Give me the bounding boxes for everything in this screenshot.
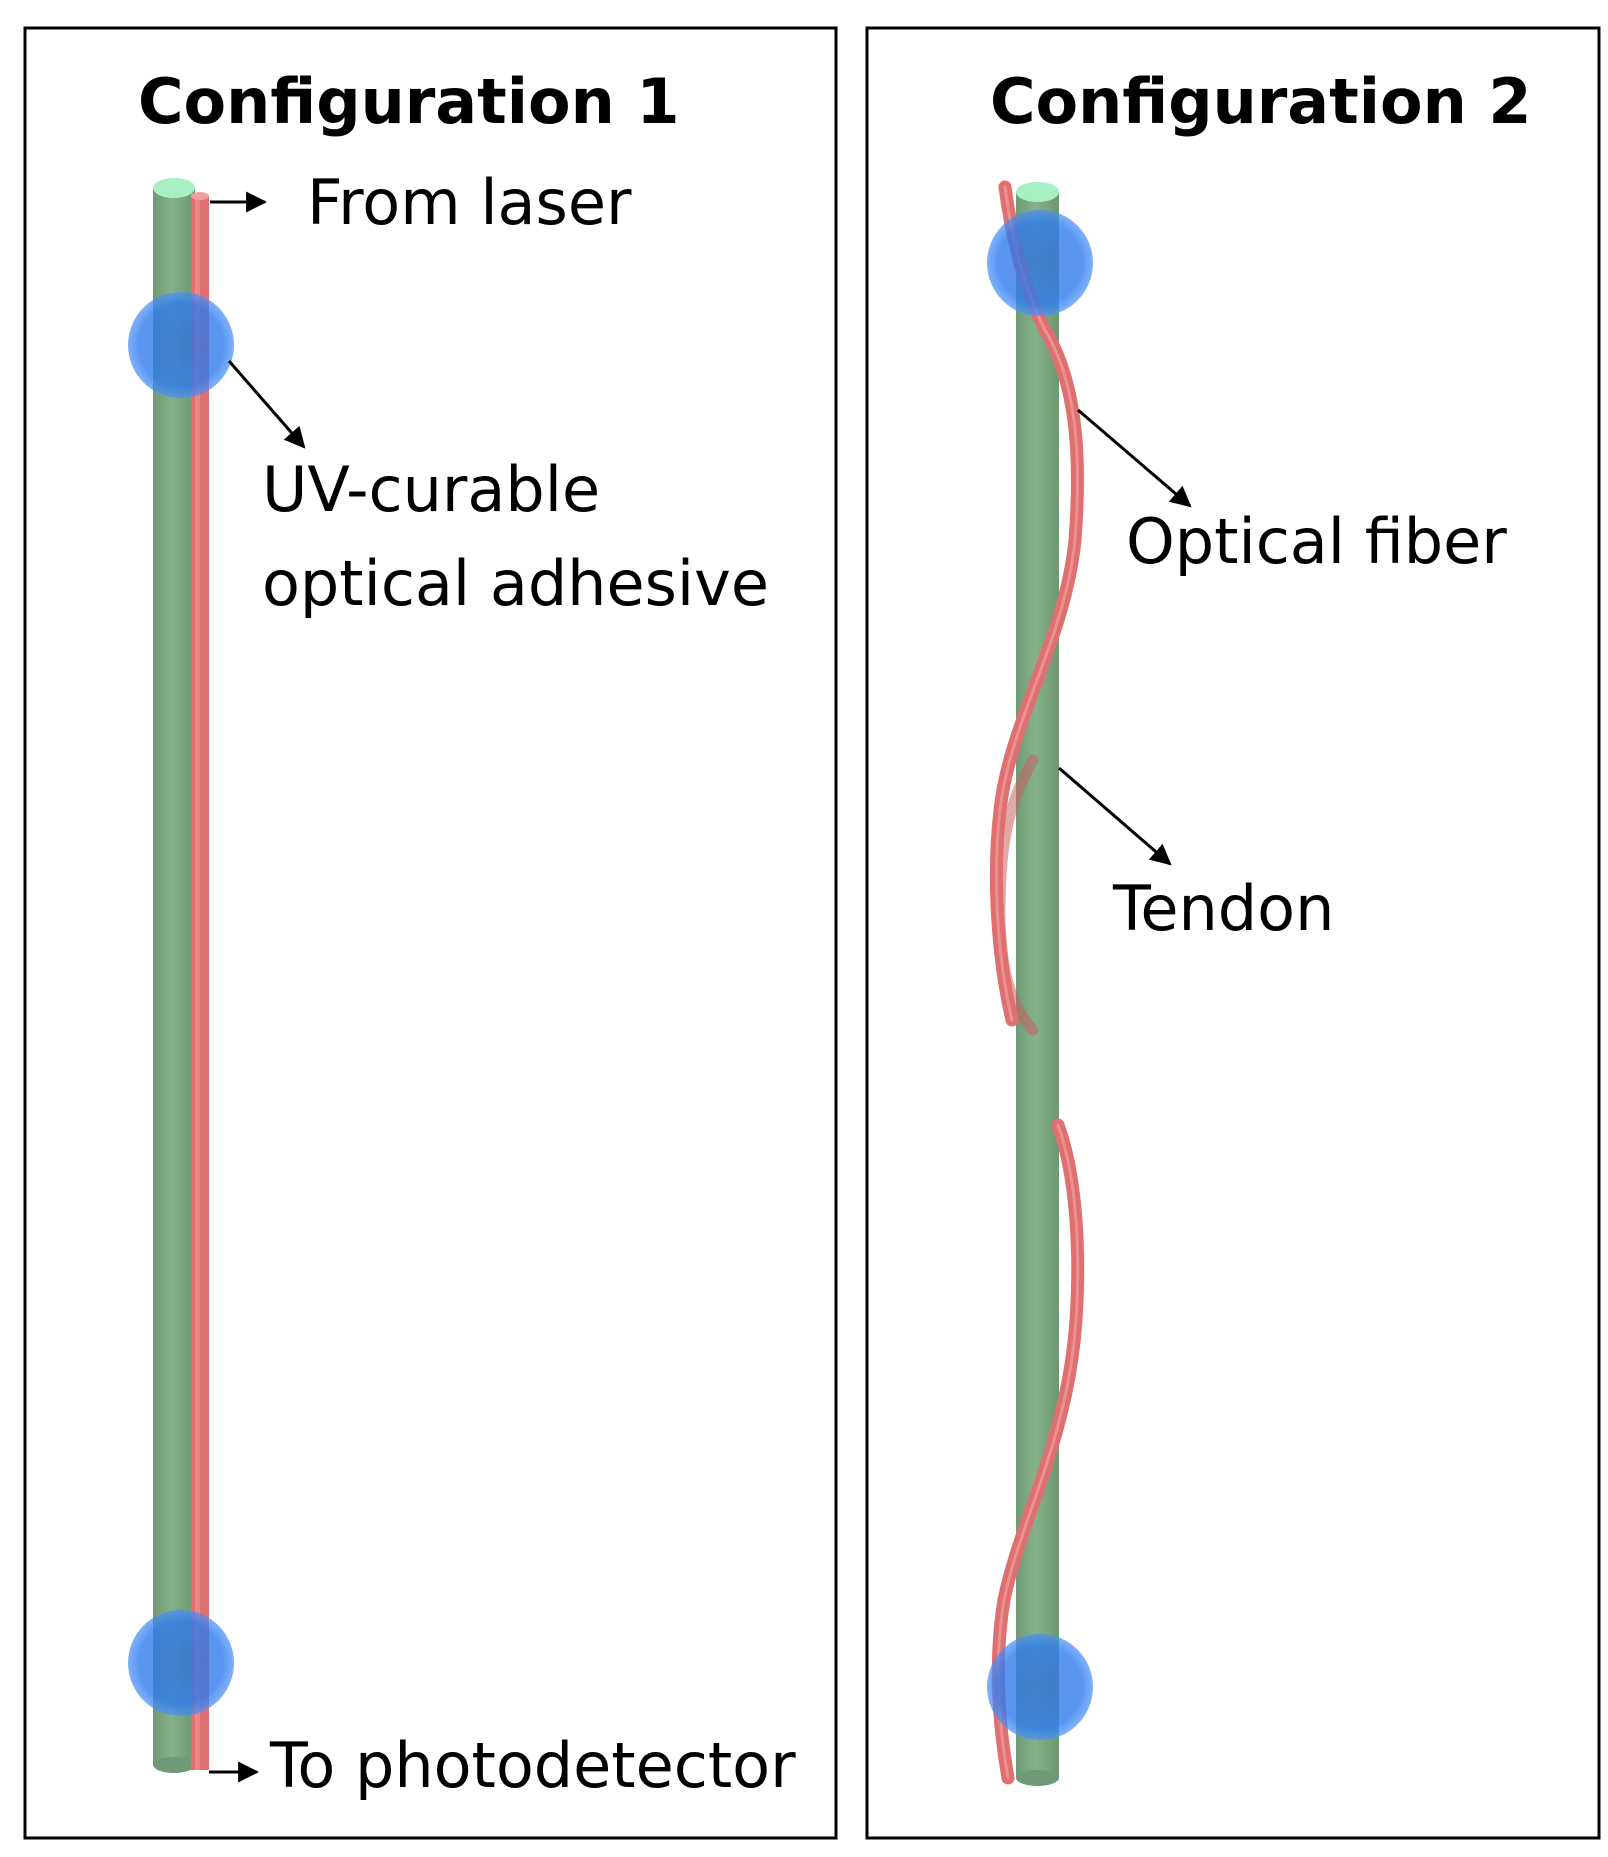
panel-title: Configuration 2: [990, 65, 1531, 138]
tendon-arrow: [1058, 766, 1172, 866]
tendon-top-cap: [1016, 182, 1059, 202]
adhesive-label-line1: UV-curable: [262, 453, 600, 526]
panel-frame: [23, 26, 838, 1840]
adhesive-blob-top: [128, 292, 234, 398]
panel-title: Configuration 1: [138, 65, 679, 138]
adhesive-label-line2: optical adhesive: [262, 547, 769, 620]
adhesive-blob-bottom: [128, 1610, 234, 1716]
from-laser-label: From laser: [307, 166, 632, 239]
adhesive-blob-bottom: [987, 1634, 1093, 1740]
tendon-rod: [153, 178, 195, 1773]
panel-configuration-1: Configuration 1 From laser UV-curable op…: [23, 26, 838, 1840]
optical-fiber-arrow: [1077, 408, 1192, 508]
optical-fiber-label: Optical fiber: [1126, 505, 1507, 578]
adhesive-blob-top: [987, 210, 1093, 316]
panel-frame: [865, 26, 1601, 1840]
panel-configuration-2: Configuration 2 Optical fiber Tendon: [865, 26, 1601, 1840]
tendon-label: Tendon: [1112, 872, 1334, 945]
adhesive-arrow: [227, 360, 306, 449]
optical-fiber: [191, 192, 209, 1770]
tendon-top-cap: [153, 178, 195, 198]
to-photodetector-label: To photodetector: [269, 1729, 796, 1802]
